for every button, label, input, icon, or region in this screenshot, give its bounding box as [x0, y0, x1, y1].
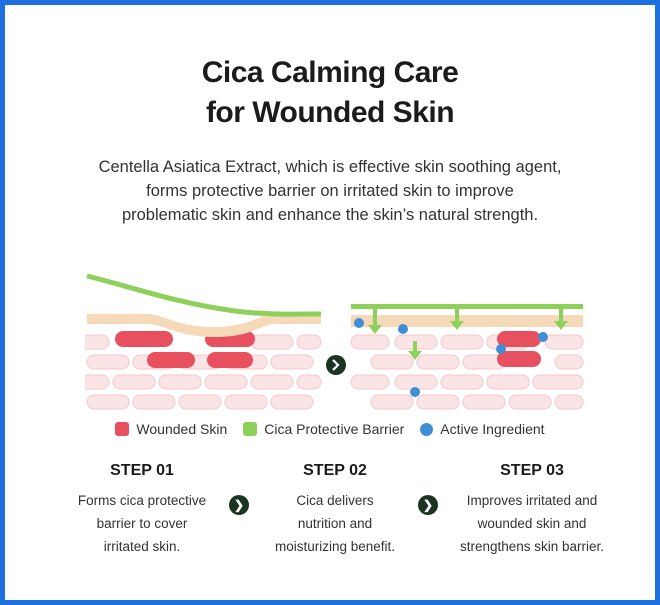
description: Centella Asiatica Extract, which is effe…: [5, 155, 655, 227]
step-line: Forms cica protective: [77, 493, 207, 508]
step-title: STEP 02: [303, 462, 367, 479]
step-line: irritated skin.: [103, 539, 181, 554]
page-title: Cica Calming Care for Wounded Skin: [5, 53, 655, 133]
ingredient-dot: [420, 422, 434, 436]
chevron-right-icon: ❯: [229, 495, 249, 515]
step-line: wounded skin and: [477, 516, 587, 531]
legend-item-ingredient: Active Ingredient: [420, 421, 545, 437]
step-line: strengthens skin barrier.: [459, 539, 605, 554]
legend-label: Active Ingredient: [440, 421, 545, 437]
step-line: nutrition and: [297, 516, 373, 531]
step-description: Improves irritated and wounded skin and …: [447, 489, 617, 558]
chevron-right-icon: ❯: [418, 495, 438, 515]
legend-label: Wounded Skin: [136, 421, 228, 437]
step-description: Forms cica protective barrier to cover i…: [57, 489, 227, 558]
barrier-swatch: [243, 422, 258, 436]
title-line-1: Cica Calming Care: [201, 56, 459, 89]
step-line: Improves irritated and: [466, 493, 598, 508]
step-title: STEP 03: [500, 462, 564, 479]
legend-label: Cica Protective Barrier: [264, 421, 405, 437]
step-title: STEP 01: [110, 462, 174, 479]
skin-illustration: [85, 273, 584, 410]
after-panel: [350, 304, 584, 410]
description-line-1: Centella Asiatica Extract, which is effe…: [98, 158, 562, 176]
step-1: STEP 01 Forms cica protective barrier to…: [57, 461, 227, 558]
description-line-3: problematic skin and enhance the skin’s …: [121, 206, 539, 224]
transition-arrow-icon: [326, 355, 346, 375]
step-line: moisturizing benefit.: [274, 539, 396, 554]
step-line: barrier to cover: [96, 516, 188, 531]
wounded-swatch: [115, 422, 130, 436]
step-3: STEP 03 Improves irritated and wounded s…: [447, 461, 617, 558]
step-2: STEP 02 Cica delivers nutrition and mois…: [250, 461, 420, 558]
legend-item-barrier: Cica Protective Barrier: [243, 421, 404, 437]
before-panel: [85, 273, 322, 410]
legend-item-wounded: Wounded Skin: [115, 421, 227, 437]
step-line: Cica delivers: [296, 493, 374, 508]
step-description: Cica delivers nutrition and moisturizing…: [250, 489, 420, 558]
legend: Wounded Skin Cica Protective Barrier Act…: [5, 421, 655, 437]
description-line-2: forms protective barrier on irritated sk…: [146, 182, 514, 200]
title-line-2: for Wounded Skin: [205, 96, 455, 129]
